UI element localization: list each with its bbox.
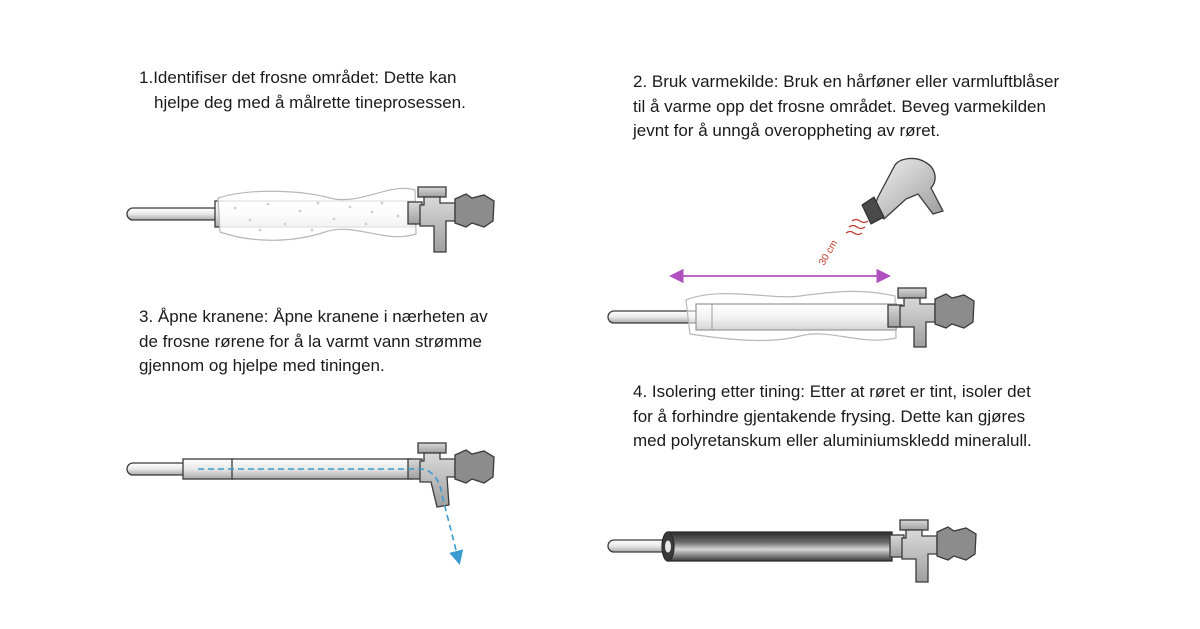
valve — [407, 186, 495, 253]
step-line: Bruk varmekilde: Bruk en hårføner eller … — [651, 72, 1060, 91]
pipe-end — [126, 462, 188, 476]
step-line: Identifiser det frosne området: Dette ka… — [153, 68, 457, 87]
step-line: Åpne kranene: Åpne kranene i nærheten av — [157, 307, 488, 326]
step-line: med polyretanskum eller aluminiumskledd … — [633, 431, 1032, 450]
step-line: jevnt for å unngå overoppheting av røret… — [633, 121, 941, 140]
step-4-text: 4. Isolering etter tining: Etter at røre… — [633, 380, 1032, 454]
valve-handle — [454, 449, 495, 484]
hair-dryer-icon — [861, 157, 944, 225]
step-number: 4. — [633, 382, 648, 401]
valve-handle — [934, 293, 975, 329]
valve-handle — [936, 526, 977, 561]
step-number: 3. — [139, 307, 154, 326]
ice-shape — [217, 187, 417, 241]
pipe-illustration-1 — [126, 186, 495, 253]
ice-dots — [233, 201, 400, 232]
heat-waves-icon — [845, 218, 869, 236]
pipe-end — [126, 207, 220, 221]
valve — [887, 287, 975, 348]
valve — [889, 519, 977, 583]
step-2-text: 2. Bruk varmekilde: Bruk en hårføner ell… — [633, 70, 1059, 144]
ice-shape — [685, 290, 897, 342]
pipe-illustration-4 — [607, 519, 977, 583]
distance-label: 30 cm — [817, 238, 840, 267]
pipe-end — [607, 539, 669, 553]
step-line: for å forhindre gjentakende frysing. Det… — [633, 406, 1026, 426]
valve-handle — [454, 193, 495, 228]
pipe-end — [607, 310, 701, 324]
pipe-illustration-2: 30 cm — [607, 157, 975, 348]
step-line: til å varme opp det frosne området. Beve… — [633, 96, 1046, 116]
step-1-text: 1.Identifiser det frosne området: Dette … — [139, 66, 466, 115]
pipe-illustration-3 — [126, 442, 495, 565]
step-number: 1. — [139, 68, 154, 87]
step-3-text: 3. Åpne kranene: Åpne kranene i nærheten… — [139, 305, 488, 379]
step-number: 2. — [633, 72, 648, 91]
step-line: gjennom og hjelpe med tiningen. — [139, 356, 385, 375]
valve — [407, 442, 495, 508]
insulation — [667, 531, 893, 562]
step-line: de frosne rørene for å la varmt vann str… — [139, 331, 482, 351]
step-line: Isolering etter tining: Etter at røret e… — [651, 382, 1031, 401]
water-flow-arrow — [198, 468, 464, 565]
step-line: hjelpe deg med å målrette tineprosessen. — [154, 92, 466, 112]
